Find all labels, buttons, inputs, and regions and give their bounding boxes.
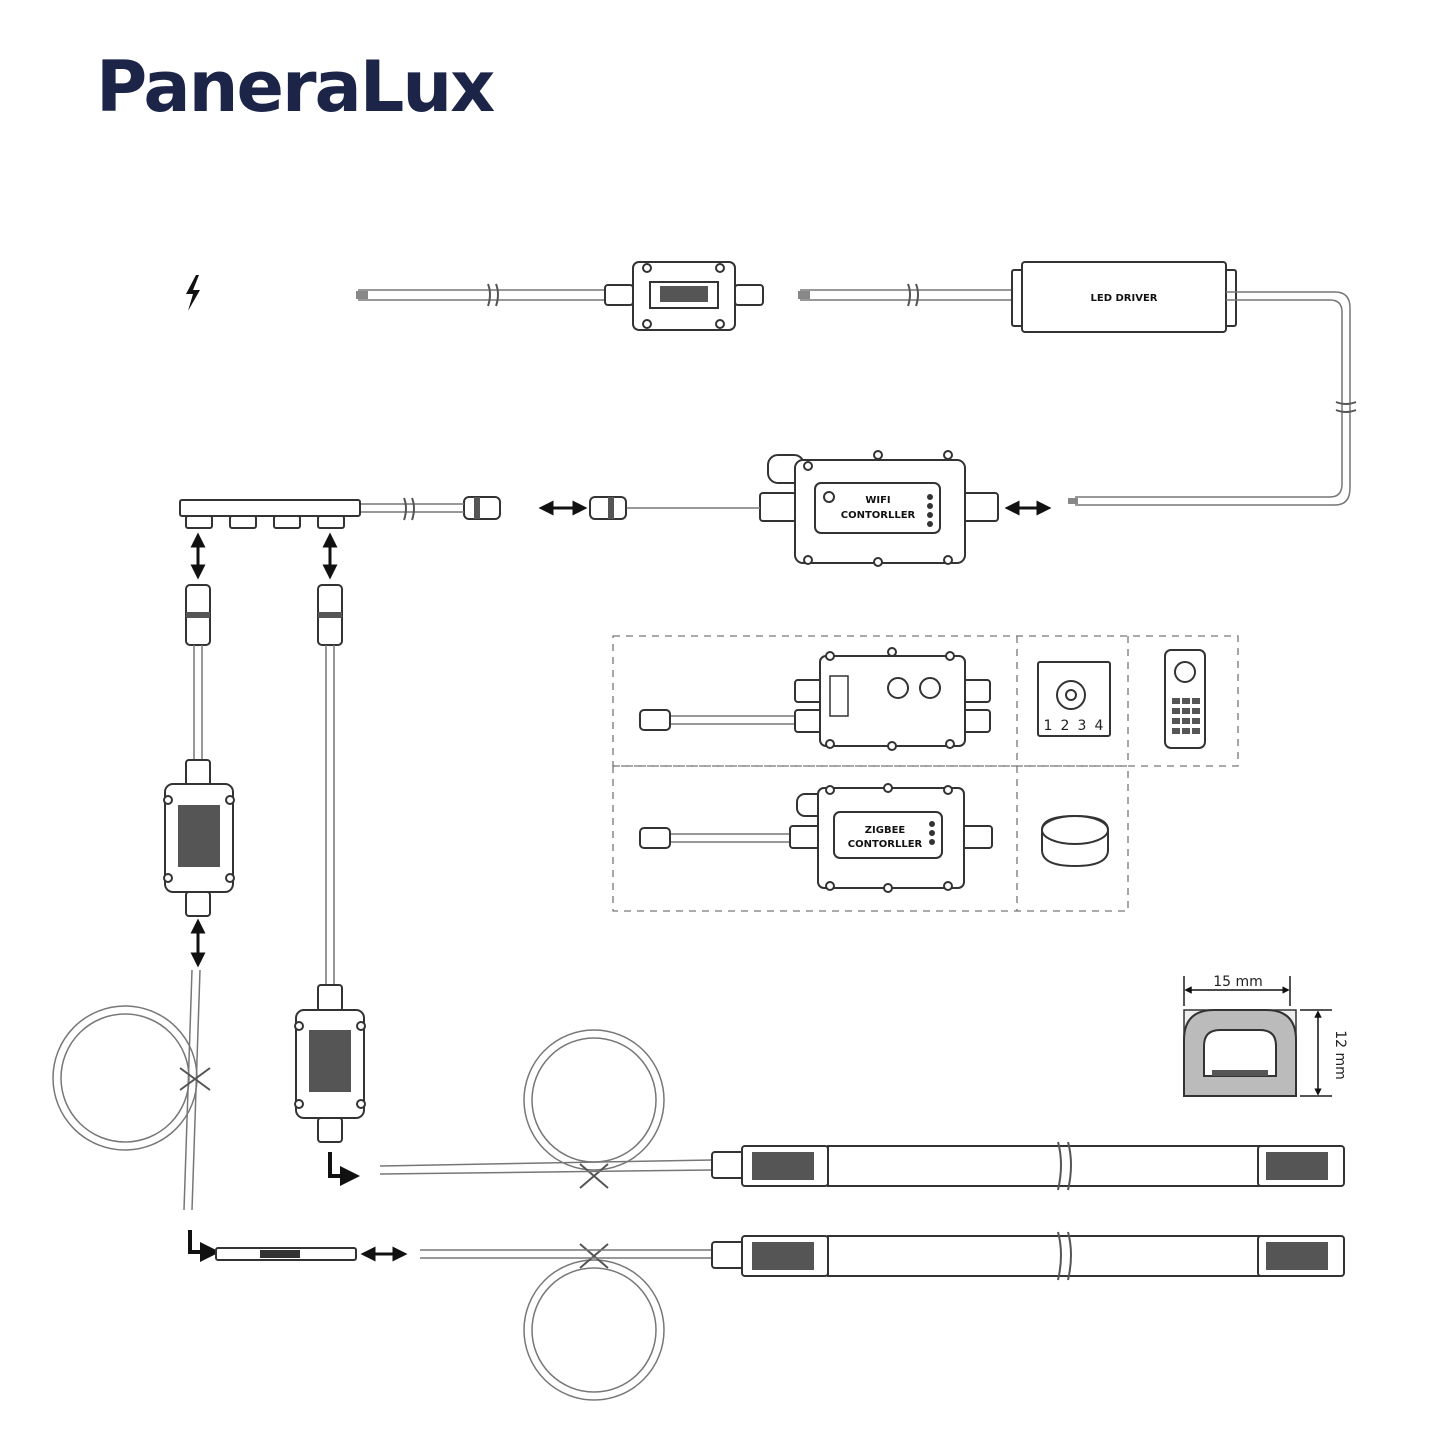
- neon-strip-lower: [420, 1231, 1345, 1401]
- remote-control: [1164, 649, 1206, 749]
- driver-output-cable: [1068, 291, 1357, 506]
- wifi-controller-cable: [589, 496, 760, 520]
- neon-strip-upper: [379, 1029, 1345, 1191]
- wifi-controller-label-2: CONTORLLER: [841, 510, 916, 521]
- junction-box-top: [604, 261, 764, 331]
- wifi-controller-label-1: WIFI: [865, 495, 890, 506]
- wifi-controller: WIFI CONTORLLER: [759, 450, 999, 567]
- mains-cable: [356, 283, 605, 307]
- dial-number-1: 1: [1044, 718, 1053, 734]
- power-bolt-icon: [186, 275, 200, 311]
- dmx-controller: [639, 647, 991, 751]
- splitter: [179, 499, 361, 529]
- left-branch-cable: [185, 584, 211, 760]
- zigbee-controller-label-1: ZIGBEE: [865, 825, 906, 836]
- right-branch-cable: [317, 584, 343, 985]
- height-dimension: 12 mm: [1332, 1030, 1348, 1080]
- splitter-cable: [360, 496, 501, 521]
- bent-arrow-icon: [188, 1230, 220, 1262]
- driver-input-cable: [798, 283, 1018, 307]
- left-cable-coil: [52, 969, 211, 1211]
- zigbee-hub: [1041, 814, 1109, 868]
- led-driver: LED DRIVER: [1011, 261, 1237, 333]
- options-panel: [612, 635, 1239, 912]
- dial-number-2: 2: [1061, 718, 1070, 734]
- zigbee-controller-label-2: CONTORLLER: [848, 839, 923, 850]
- brand-logo: PaneraLux: [96, 46, 495, 128]
- zigbee-controller: ZIGBEE CONTORLLER: [639, 783, 993, 893]
- profile-cross-section: 15 mm 12 mm: [1183, 974, 1348, 1097]
- connector-sleeve: [215, 1247, 357, 1261]
- junction-box-left: [163, 759, 235, 917]
- led-driver-label: LED DRIVER: [1091, 293, 1158, 304]
- width-dimension: 15 mm: [1213, 974, 1263, 990]
- junction-box-right: [294, 984, 366, 1143]
- wall-panel-dial: 1 2 3 4: [1037, 661, 1111, 737]
- dial-number-4: 4: [1095, 718, 1104, 734]
- dial-number-3: 3: [1078, 718, 1087, 734]
- bent-arrow-icon: [328, 1152, 360, 1186]
